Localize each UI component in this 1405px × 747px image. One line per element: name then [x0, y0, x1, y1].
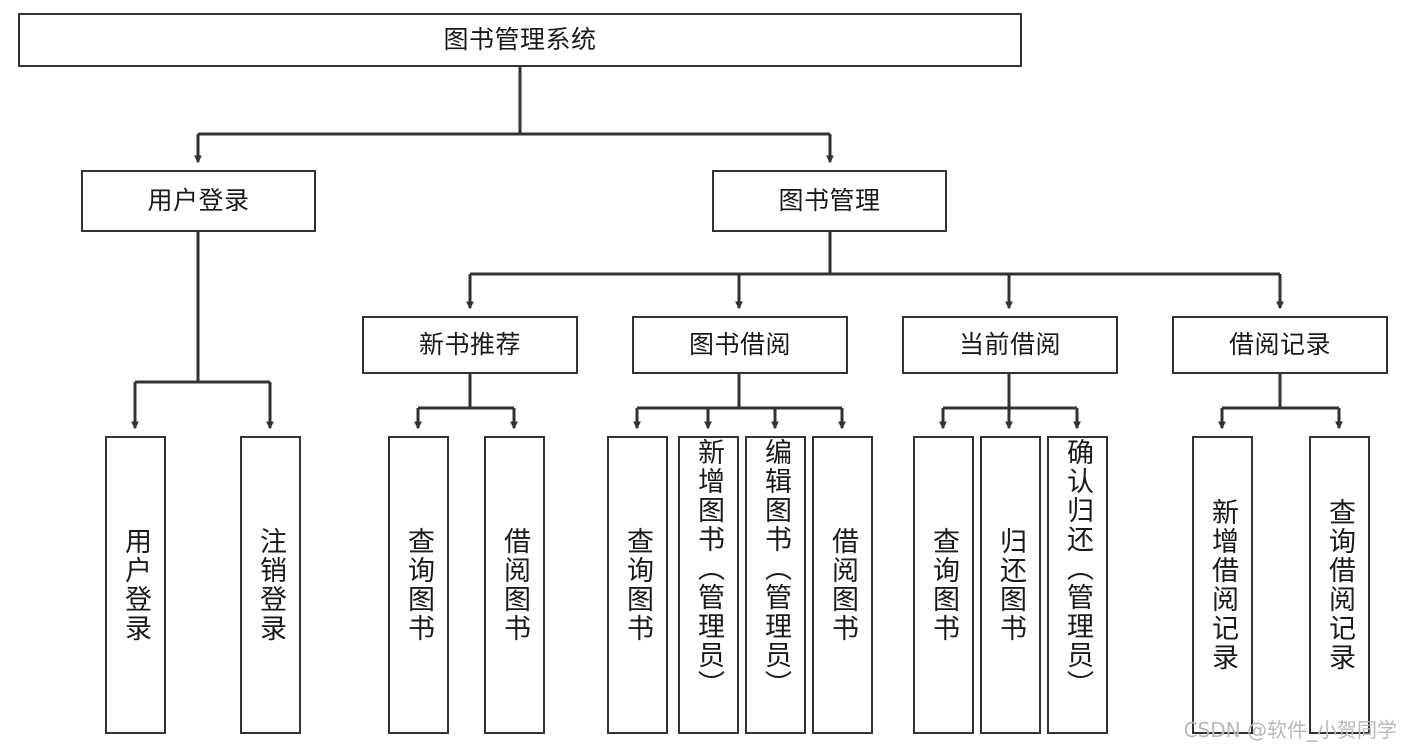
node-leaf-return-book[interactable]: 归还图书	[980, 436, 1041, 734]
node-label: 用户登录	[120, 527, 151, 643]
node-label: 新书推荐	[418, 330, 521, 360]
node-label: 注销登录	[255, 527, 286, 643]
node-label: 查询图书	[403, 527, 434, 643]
node-leaf-query-book-1[interactable]: 查询图书	[388, 436, 449, 734]
node-new-book-recommend[interactable]: 新书推荐	[362, 316, 578, 374]
edge-group-new-book-recommend	[414, 374, 518, 430]
node-leaf-confirm-return[interactable]: 确认归还（管理员）	[1047, 436, 1108, 734]
edge-group-book-borrow	[633, 374, 846, 430]
node-leaf-borrow-book-2[interactable]: 借阅图书	[812, 436, 873, 734]
node-leaf-query-record[interactable]: 查询借阅记录	[1309, 436, 1370, 734]
edge-group-root	[194, 67, 834, 164]
node-label: 用户登录	[147, 186, 250, 216]
node-leaf-add-record[interactable]: 新增借阅记录	[1192, 436, 1253, 734]
node-label: 图书管理	[778, 186, 881, 216]
node-label: 图书管理系统	[443, 25, 597, 55]
node-leaf-edit-book[interactable]: 编辑图书（管理员）	[745, 436, 806, 734]
node-label: 查询图书	[928, 527, 959, 643]
node-label: 编辑图书（管理员）	[760, 438, 791, 699]
node-leaf-query-book-2[interactable]: 查询图书	[607, 436, 668, 734]
node-label: 归还图书	[995, 527, 1026, 643]
node-label: 查询图书	[622, 527, 653, 643]
edge-group-book-management	[466, 232, 1284, 310]
node-leaf-add-book[interactable]: 新增图书（管理员）	[678, 436, 739, 734]
node-borrow-record[interactable]: 借阅记录	[1172, 316, 1388, 374]
edge-group-user-login	[131, 232, 274, 430]
node-book-management[interactable]: 图书管理	[712, 170, 947, 232]
node-label: 借阅图书	[499, 527, 530, 643]
node-label: 图书借阅	[688, 330, 791, 360]
node-label: 确认归还（管理员）	[1062, 438, 1093, 699]
node-book-borrow[interactable]: 图书借阅	[632, 316, 848, 374]
node-leaf-borrow-book-1[interactable]: 借阅图书	[484, 436, 545, 734]
node-current-borrow[interactable]: 当前借阅	[902, 316, 1118, 374]
node-label: 借阅图书	[827, 527, 858, 643]
edge-group-current-borrow	[939, 374, 1081, 430]
node-leaf-query-book-3[interactable]: 查询图书	[913, 436, 974, 734]
node-label: 借阅记录	[1228, 330, 1331, 360]
node-leaf-user-login[interactable]: 用户登录	[105, 436, 166, 734]
node-label: 新增图书（管理员）	[693, 438, 724, 699]
node-root-book-management-system[interactable]: 图书管理系统	[18, 13, 1022, 67]
node-label: 新增借阅记录	[1207, 498, 1238, 672]
node-label: 查询借阅记录	[1324, 498, 1355, 672]
node-user-login[interactable]: 用户登录	[81, 170, 316, 232]
edge-group-borrow-record	[1218, 374, 1343, 430]
node-label: 当前借阅	[958, 330, 1061, 360]
node-leaf-logout-login[interactable]: 注销登录	[240, 436, 301, 734]
